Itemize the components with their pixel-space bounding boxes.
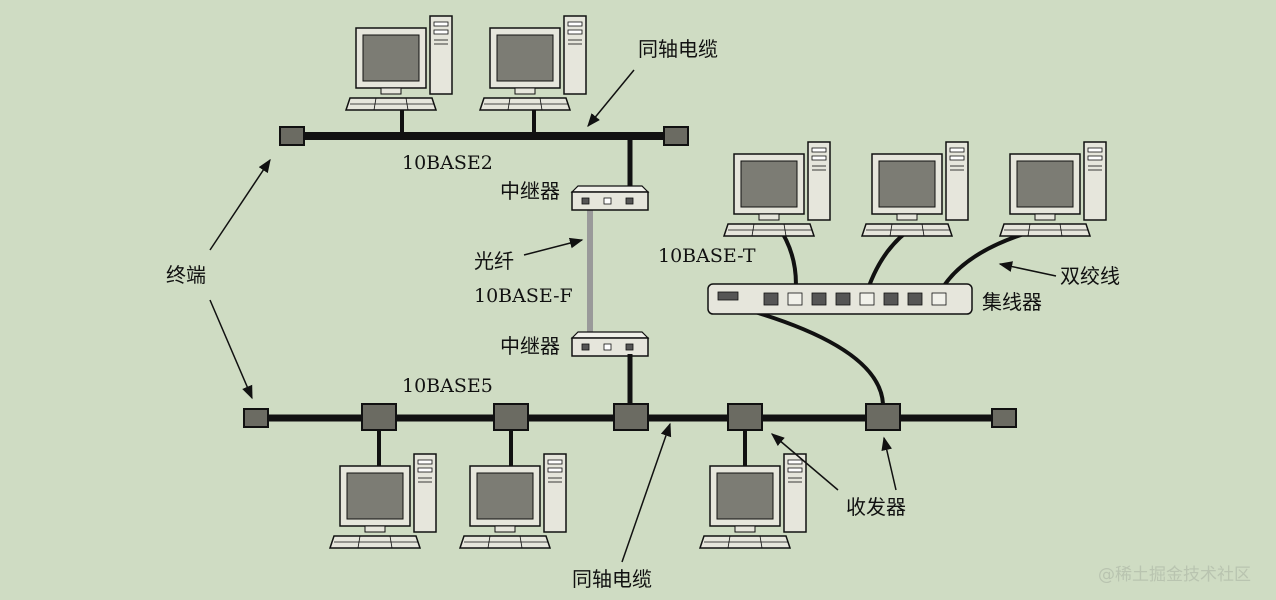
- label-coax-top: 同轴电缆: [638, 37, 718, 61]
- label-hub: 集线器: [982, 290, 1042, 314]
- transceiver-3: [613, 403, 649, 431]
- annotation-arrows: [209, 69, 1057, 563]
- segment-10base2: [279, 106, 689, 196]
- label-twisted-pair: 双绞线: [1060, 264, 1120, 288]
- terminator-top-right: [663, 126, 689, 146]
- label-10base5: 10BASE5: [402, 375, 493, 397]
- label-coax-bottom: 同轴电缆: [572, 567, 652, 591]
- computer-top-1: [345, 15, 453, 111]
- computer-bottom-3: [699, 453, 807, 549]
- label-transceiver: 收发器: [846, 495, 906, 519]
- computer-top-2: [479, 15, 587, 111]
- label-terminator: 终端: [166, 263, 206, 287]
- computer-hub-1: [723, 141, 831, 237]
- hub: [707, 224, 1053, 405]
- computer-hub-3: [999, 141, 1107, 237]
- terminator-bottom-left: [243, 408, 269, 428]
- computer-bottom-2: [459, 453, 567, 549]
- label-fiber: 光纤: [474, 249, 514, 273]
- transceiver-2: [493, 403, 529, 431]
- transceiver-1: [361, 403, 397, 431]
- label-10base-t: 10BASE-T: [658, 245, 756, 267]
- terminator-bottom-right: [991, 408, 1017, 428]
- repeater-top: [571, 185, 649, 211]
- watermark: @稀土掘金技术社区: [1098, 565, 1251, 585]
- terminator-top-left: [279, 126, 305, 146]
- segment-10base5: [243, 354, 1017, 470]
- label-10base-f: 10BASE-F: [474, 285, 573, 307]
- computer-hub-2: [861, 141, 969, 237]
- label-repeater-bottom: 中继器: [500, 334, 560, 358]
- computer-bottom-1: [329, 453, 437, 549]
- transceiver-4: [727, 403, 763, 431]
- label-10base2: 10BASE2: [402, 152, 493, 174]
- repeater-bottom: [571, 331, 649, 357]
- label-repeater-top: 中继器: [500, 179, 560, 203]
- transceiver-5: [865, 403, 901, 431]
